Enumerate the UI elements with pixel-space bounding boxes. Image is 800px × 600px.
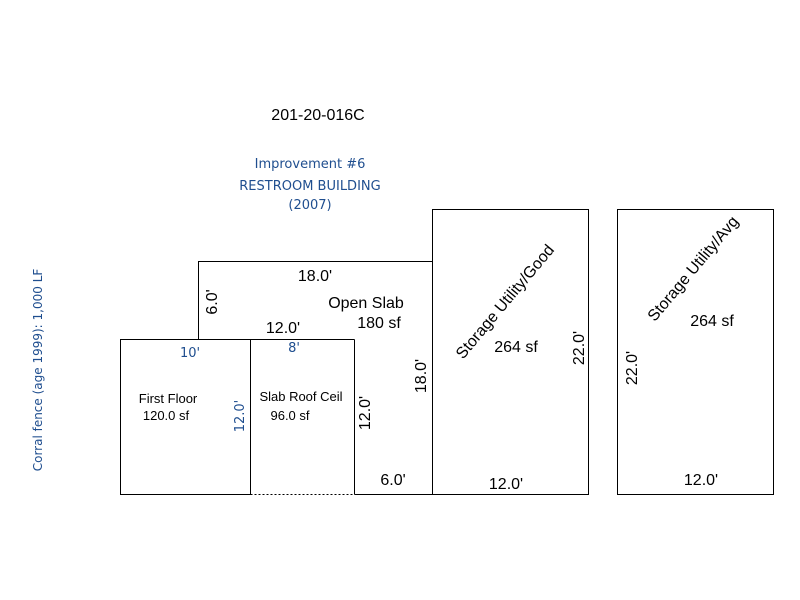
first-floor-top-dim: 10' [180,346,200,361]
parcel-id: 201-20-016C [271,107,364,124]
first-floor-label: First Floor [139,391,198,406]
open-slab-inner-dim: 12.0' [266,320,300,337]
slab-roof-label: Slab Roof Ceil [259,389,342,404]
storage-good-bottom-dim: 12.0' [489,476,523,493]
open-slab-label: Open Slab [328,295,404,312]
open-slab-right-dim: 18.0' [413,359,430,393]
slab-roof-area: 96.0 sf [270,408,309,423]
improvement-name: RESTROOM BUILDING [239,179,380,194]
storage-avg-bottom-dim: 12.0' [684,472,718,489]
storage-avg-outline [617,209,774,495]
storage-avg-left-dim: 22.0' [624,351,641,385]
storage-avg-label: Storage Utility/Avg [645,213,742,325]
corral-fence-note: Corral fence (age 1999): 1,000 LF [31,269,45,472]
open-slab-top-dim: 18.0' [298,268,332,285]
open-slab-left-dim: 6.0' [204,289,221,314]
open-slab-area: 180 sf [357,315,401,332]
open-slab-outline [198,261,433,340]
slab-roof-left-dim: 12.0' [233,400,248,433]
storage-avg-area: 264 sf [690,313,734,330]
storage-good-area: 264 sf [494,339,538,356]
open-slab-bottom-dim: 6.0' [380,472,405,489]
slab-roof-top-dim: 8' [288,341,300,356]
storage-good-right-dim: 22.0' [571,331,588,365]
improvement-number: Improvement #6 [255,157,366,172]
storage-good-outline [432,209,589,495]
improvement-year: (2007) [288,198,331,213]
first-floor-area: 120.0 sf [143,408,190,423]
open-slab-lower-dim: 12.0' [357,396,374,430]
first-floor-outline [120,339,251,495]
